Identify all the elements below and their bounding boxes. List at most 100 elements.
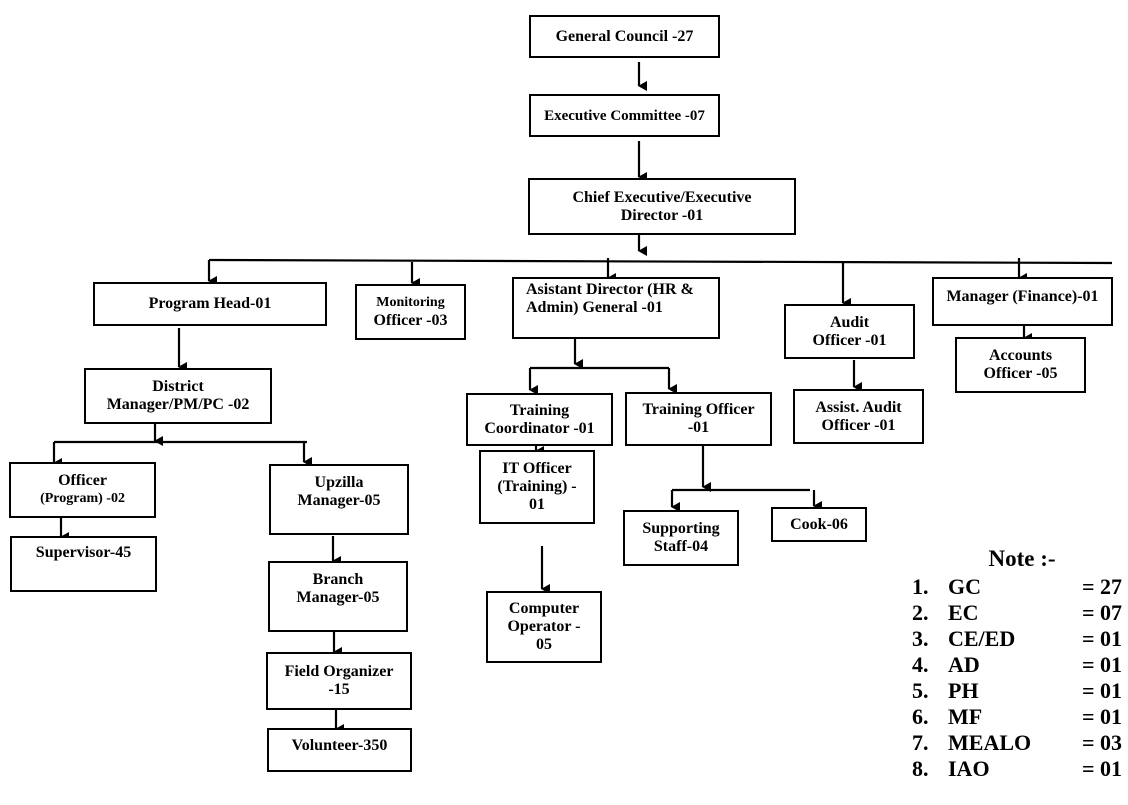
node-label-line1: Asistant Director (HR &	[526, 281, 694, 298]
note-num: 5.	[912, 678, 929, 703]
node-label: Volunteer-350	[291, 737, 388, 754]
note-row: 4. AD = 01	[912, 652, 1122, 678]
node-training-officer: Training Officer -01	[625, 392, 772, 446]
node-supporting-staff: Supporting Staff-04	[623, 510, 739, 566]
node-label-line2: Director -01	[620, 206, 704, 224]
note-num: 7.	[912, 730, 929, 755]
note-abbr: MEALO	[948, 730, 1032, 755]
node-label-line1: Supporting	[642, 520, 720, 537]
note-abbr: GC	[948, 574, 981, 599]
node-label-line2: Operator -	[507, 618, 581, 635]
note-abbr: AD	[948, 652, 980, 677]
note-val: = 01	[1081, 652, 1122, 677]
node-label-line2: Admin) General -01	[526, 299, 663, 316]
node-label: Program Head-01	[148, 295, 272, 312]
node-upzilla-manager: Upzilla Manager-05	[269, 464, 409, 535]
node-field-organizer: Field Organizer -15	[266, 652, 412, 710]
node-label-line3: 05	[536, 636, 552, 653]
node-accounts-officer: Accounts Officer -05	[955, 337, 1086, 393]
node-label-line1: Branch	[312, 571, 364, 588]
node-label-line1: Audit	[829, 313, 870, 331]
main-bus-line	[208, 258, 1113, 265]
note-val: = 27	[1081, 574, 1122, 599]
node-label-line1: Computer	[508, 600, 580, 617]
node-assist-audit-officer: Assist. Audit Officer -01	[793, 389, 924, 444]
node-label-line2: Coordinator -01	[484, 419, 595, 437]
note-row: 7. MEALO = 03	[912, 730, 1122, 756]
note-num: 6.	[912, 704, 929, 729]
note-row: 3. CE/ED = 01	[912, 626, 1122, 652]
node-label-line2: (Training) -	[497, 478, 577, 495]
note-val: = 01	[1081, 626, 1122, 651]
node-label-line3: 01	[529, 496, 545, 513]
node-label-line2: Manager-05	[297, 492, 381, 509]
note-abbr: MF	[948, 704, 983, 729]
node-label: Manager (Finance)-01	[946, 288, 1099, 305]
node-branch-manager: Branch Manager-05	[268, 561, 408, 632]
note-num: 4.	[912, 652, 929, 677]
note-legend: Note :- 1. GC = 27 2. EC = 07 3. CE/ED = 01 4. AD =…	[912, 546, 1122, 782]
note-val: = 01	[1081, 756, 1122, 781]
note-num: 3.	[912, 626, 929, 651]
node-label: Executive Committee -07	[544, 107, 705, 124]
node-manager-finance: Manager (Finance)-01	[932, 277, 1113, 326]
note-abbr: IAO	[948, 756, 990, 781]
node-label-line1: Accounts	[988, 347, 1053, 364]
node-chief-executive: Chief Executive/Executive Director -01	[528, 178, 796, 235]
node-label: General Council -27	[555, 27, 694, 45]
note-val: = 03	[1081, 730, 1122, 755]
node-label-line2: Officer -03	[373, 312, 448, 329]
note-val: = 01	[1081, 704, 1122, 729]
node-label-line2: Manager/PM/PC -02	[106, 396, 250, 413]
note-row: 1. GC = 27	[912, 574, 1122, 600]
node-it-officer: IT Officer (Training) - 01	[479, 450, 595, 524]
note-row: 5. PH = 01	[912, 678, 1122, 704]
node-executive-committee: Executive Committee -07	[529, 94, 720, 137]
node-label-line1: District	[152, 378, 204, 395]
node-assistant-director: Asistant Director (HR & Admin) General -…	[512, 277, 720, 339]
note-val: = 01	[1081, 678, 1122, 703]
node-label-line2: -15	[328, 681, 350, 698]
node-label-line1: Chief Executive/Executive	[572, 188, 752, 206]
node-label: Supervisor-45	[35, 544, 132, 561]
node-label-line2: Officer -05	[983, 365, 1058, 382]
node-program-head: Program Head-01	[93, 282, 327, 326]
node-label-line2: (Program) -02	[40, 491, 125, 506]
node-label-line1: IT Officer	[502, 460, 572, 477]
note-val: = 07	[1081, 600, 1122, 625]
note-row: 8. IAO = 01	[912, 756, 1122, 782]
node-supervisor: Supervisor-45	[10, 536, 157, 592]
note-num: 8.	[912, 756, 929, 781]
note-num: 2.	[912, 600, 929, 625]
node-district-manager: District Manager/PM/PC -02	[84, 368, 272, 424]
node-label-line1: Assist. Audit	[815, 398, 902, 416]
node-label-line1: Field Organizer	[284, 663, 394, 680]
node-label-line2: Officer -01	[812, 331, 887, 349]
node-label-line2: -01	[687, 419, 710, 436]
node-label-line1: Training Officer	[642, 401, 755, 418]
node-label-line2: Officer -01	[821, 416, 896, 434]
node-label-line2: Staff-04	[653, 538, 709, 555]
node-officer-program: Officer (Program) -02	[9, 462, 156, 518]
node-general-council: General Council -27	[529, 15, 720, 58]
node-volunteer: Volunteer-350	[267, 728, 412, 772]
node-label-line1: Upzilla	[314, 474, 364, 491]
node-label-line2: Manager-05	[296, 589, 380, 606]
note-abbr: EC	[948, 600, 979, 625]
note-row: 2. EC = 07	[912, 600, 1122, 626]
node-label-line1: Monitoring	[376, 295, 445, 310]
note-rows: 1. GC = 27 2. EC = 07 3. CE/ED = 01 4. AD = 01 5. PH =…	[912, 574, 1122, 782]
note-num: 1.	[912, 574, 929, 599]
node-audit-officer: Audit Officer -01	[784, 304, 915, 359]
node-monitoring-officer: Monitoring Officer -03	[355, 284, 466, 340]
node-label: Cook-06	[790, 515, 848, 533]
node-label-line1: Officer	[58, 472, 107, 489]
node-label-line1: Training	[509, 401, 570, 419]
node-cook: Cook-06	[771, 507, 867, 542]
note-abbr: CE/ED	[948, 626, 1016, 651]
node-training-coordinator: Training Coordinator -01	[466, 393, 613, 446]
note-abbr: PH	[948, 678, 979, 703]
note-title: Note :-	[988, 546, 1056, 571]
